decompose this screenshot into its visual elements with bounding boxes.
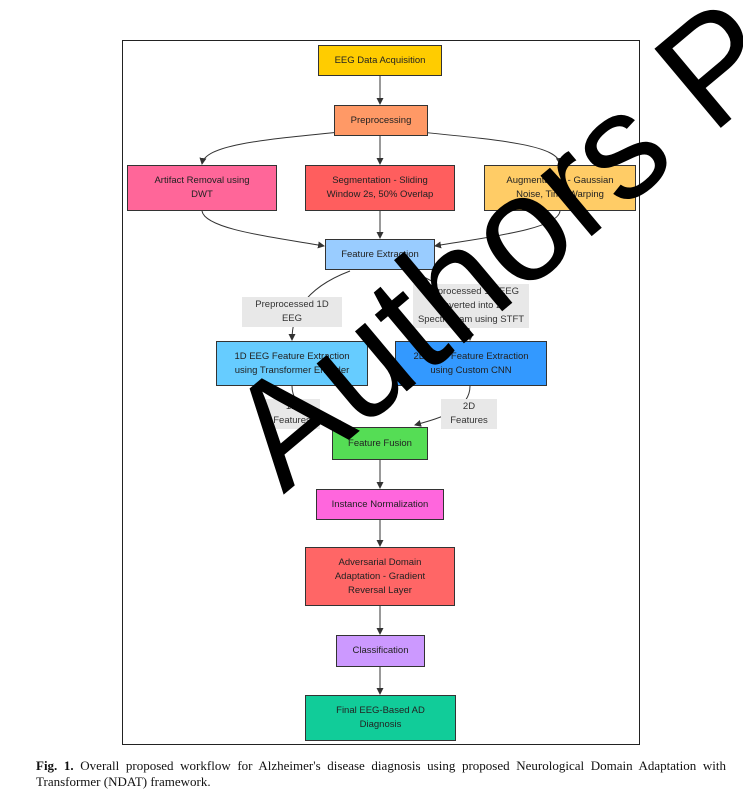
node-adversarial-domain-adaptation: Adversarial Domain Adaptation - Gradient… [305, 547, 455, 606]
node-segmentation: Segmentation - Sliding Window 2s, 50% Ov… [305, 165, 455, 211]
edge-label-preprocessed-2d: Preprocessed 1D EEG converted into 2D Sp… [413, 284, 529, 328]
node-eeg-data-acquisition: EEG Data Acquisition [318, 45, 442, 76]
node-preprocessing: Preprocessing [334, 105, 428, 136]
node-2d-feature-extraction: 2D EEG Feature Extraction using Custom C… [395, 341, 547, 386]
node-augmentation: Augmentation - Gaussian Noise, Time Warp… [484, 165, 636, 211]
edge-label-2d-features: 2D Features [441, 399, 497, 429]
node-classification: Classification [336, 635, 425, 667]
node-feature-fusion: Feature Fusion [332, 427, 428, 460]
edge-label-preprocessed-1d: Preprocessed 1D EEG [242, 297, 342, 327]
edge-artifact-fe [201, 210, 325, 249]
figure-caption: Fig. 1. Overall proposed workflow for Al… [36, 758, 726, 790]
node-instance-normalization: Instance Normalization [316, 489, 444, 520]
diagram-frame [122, 40, 640, 745]
node-final-diagnosis: Final EEG-Based AD Diagnosis [305, 695, 456, 741]
edge-label-1d-features: 1D Features [264, 399, 320, 429]
caption-text: Overall proposed workflow for Alzheimer'… [36, 758, 726, 789]
node-1d-feature-extraction: 1D EEG Feature Extraction using Transfor… [216, 341, 368, 386]
edge-aug-fe [434, 210, 561, 249]
node-artifact-removal: Artifact Removal using DWT [127, 165, 277, 211]
edge-pre-aug [419, 131, 563, 165]
caption-label: Fig. 1. [36, 758, 74, 773]
edge-pre-artifact [199, 131, 341, 165]
node-feature-extraction: Feature Extraction [325, 239, 435, 270]
